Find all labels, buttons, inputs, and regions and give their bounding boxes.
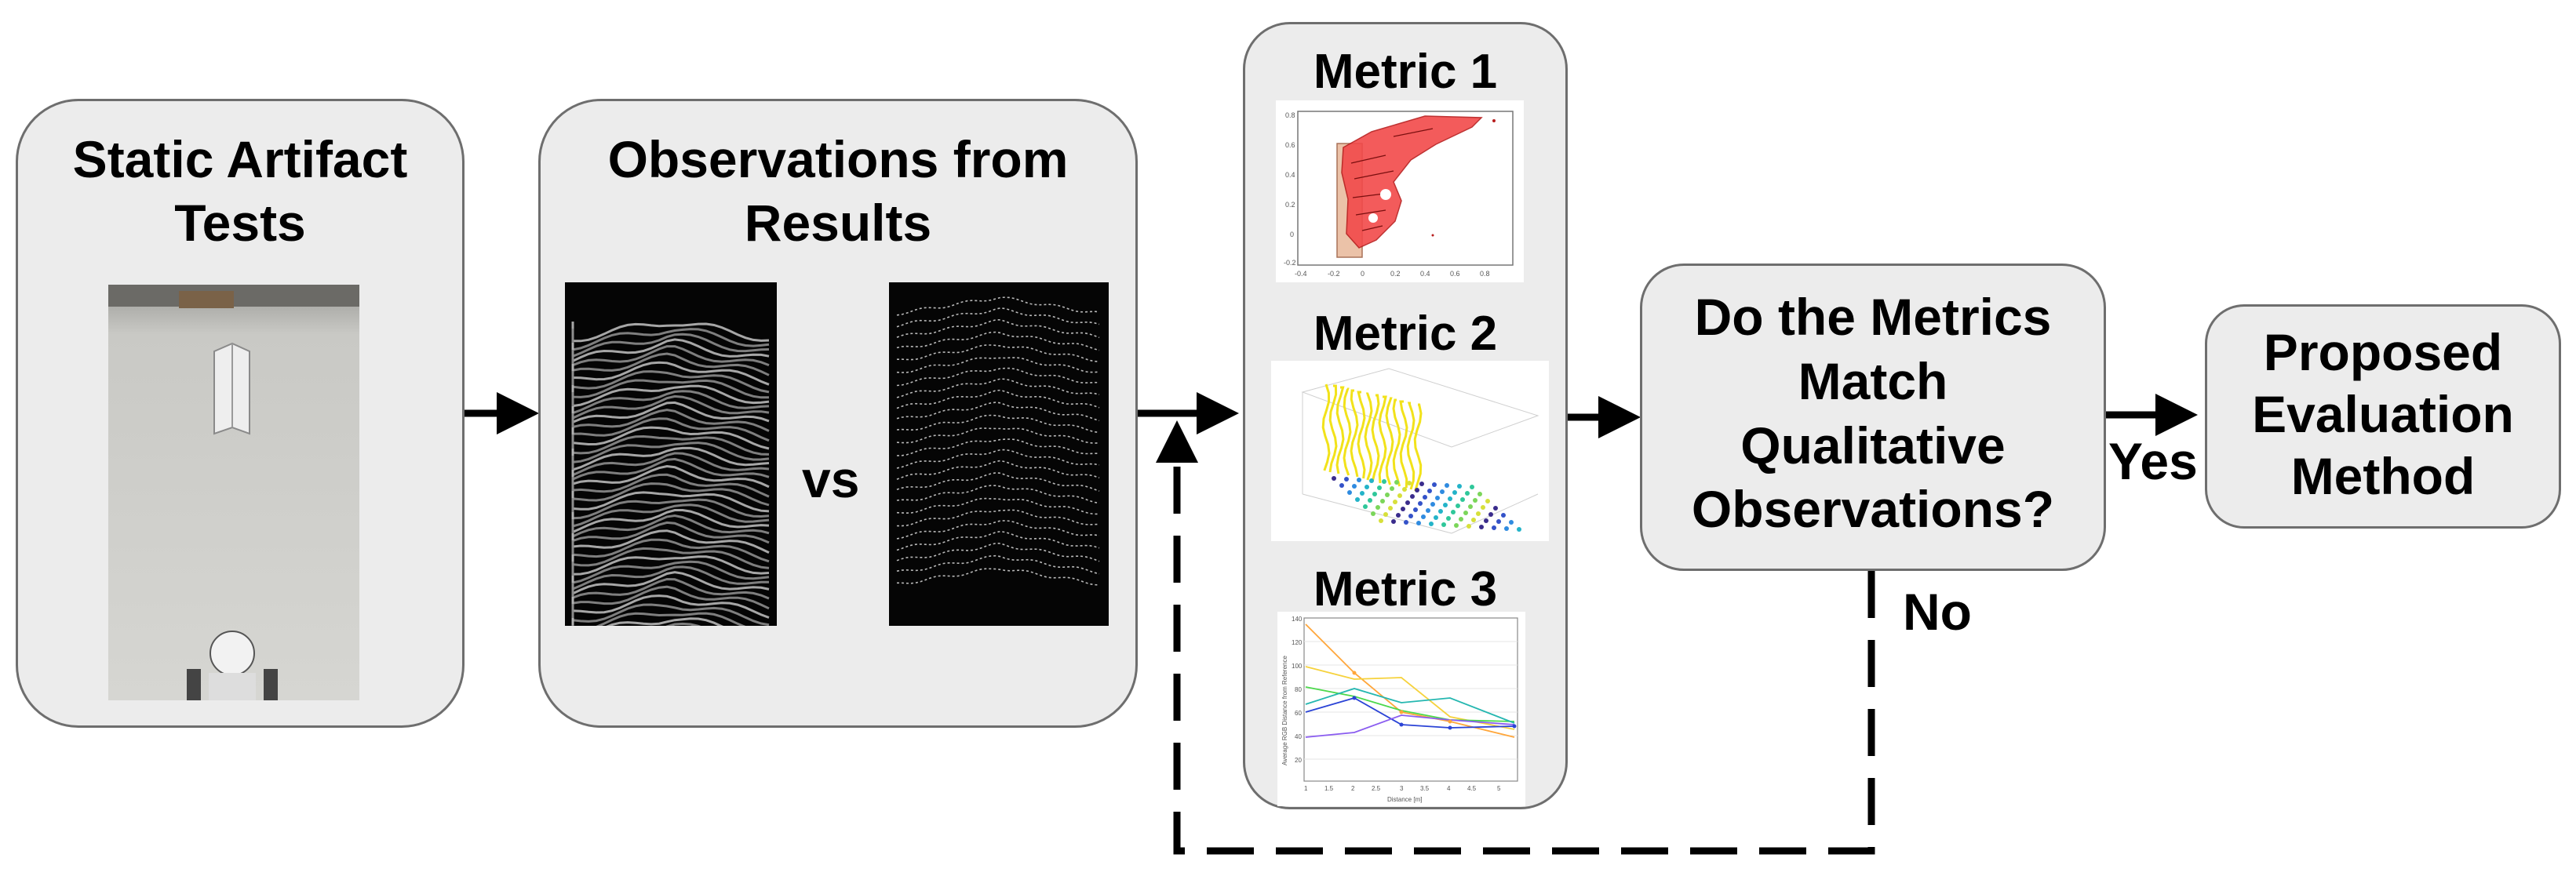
svg-text:0.6: 0.6 xyxy=(1285,141,1295,149)
svg-text:3.5: 3.5 xyxy=(1420,785,1430,792)
svg-text:0.8: 0.8 xyxy=(1480,270,1490,278)
svg-text:0: 0 xyxy=(1290,231,1294,238)
decision-box xyxy=(1640,264,2106,571)
svg-text:2.5: 2.5 xyxy=(1372,785,1381,792)
sparse-pointcloud-image xyxy=(889,282,1109,626)
yes-label: Yes xyxy=(2108,432,2198,490)
svg-text:Distance [m]: Distance [m] xyxy=(1387,796,1422,803)
svg-text:Average RGB Distance from Refe: Average RGB Distance from Reference xyxy=(1281,656,1288,765)
metric-3-plot: 140 120 100 80 60 40 20 1 1.5 2 2.5 3 3.5 4 4.5 5 Dist… xyxy=(1277,612,1525,806)
svg-text:1.5: 1.5 xyxy=(1324,785,1334,792)
metric-2-plot xyxy=(1271,361,1549,541)
svg-text:20: 20 xyxy=(1295,757,1302,764)
svg-text:120: 120 xyxy=(1292,639,1303,646)
svg-text:0.2: 0.2 xyxy=(1390,270,1401,278)
no-label: No xyxy=(1903,583,1972,641)
svg-text:0.2: 0.2 xyxy=(1285,201,1295,209)
dense-pointcloud-image xyxy=(565,282,777,626)
svg-text:0.4: 0.4 xyxy=(1420,270,1430,278)
static-artifact-photo xyxy=(108,285,359,700)
svg-text:3: 3 xyxy=(1400,785,1404,792)
svg-text:-0.2: -0.2 xyxy=(1328,270,1340,278)
metric-2-title: Metric 2 xyxy=(1313,307,1498,361)
svg-text:4: 4 xyxy=(1447,785,1451,792)
svg-text:4.5: 4.5 xyxy=(1467,785,1477,792)
decision-question: Do the Metrics Match Qualitative Observa… xyxy=(1691,288,2055,539)
svg-text:0.4: 0.4 xyxy=(1285,171,1295,179)
svg-text:100: 100 xyxy=(1292,663,1303,670)
svg-text:0: 0 xyxy=(1361,270,1365,278)
svg-text:5: 5 xyxy=(1497,785,1501,792)
svg-text:0.8: 0.8 xyxy=(1285,111,1295,119)
metric-1-title: Metric 1 xyxy=(1313,45,1498,99)
svg-text:40: 40 xyxy=(1295,733,1302,740)
svg-text:80: 80 xyxy=(1295,686,1302,693)
svg-text:2: 2 xyxy=(1351,785,1355,792)
proposed-method-box xyxy=(2205,304,2561,529)
svg-text:0.6: 0.6 xyxy=(1450,270,1460,278)
proposed-method-title: Proposed Evaluation Method xyxy=(2252,323,2514,506)
feedback-loop-no xyxy=(1156,420,1875,855)
metric-1-plot: 0.8 0.6 0.4 0.2 0 -0.2 -0.4 -0.2 0 0.2 0.4 0.6 0.8 xyxy=(1276,100,1524,282)
svg-text:140: 140 xyxy=(1292,616,1303,623)
svg-text:-0.2: -0.2 xyxy=(1284,259,1296,267)
svg-text:1: 1 xyxy=(1304,785,1308,792)
svg-text:60: 60 xyxy=(1295,710,1302,717)
svg-text:-0.4: -0.4 xyxy=(1295,270,1307,278)
observations-title: Observations from Results xyxy=(607,130,1069,252)
vs-label: vs xyxy=(802,450,860,508)
static-artifact-tests-title: Static Artifact Tests xyxy=(72,130,408,252)
metric-3-title: Metric 3 xyxy=(1313,562,1498,616)
